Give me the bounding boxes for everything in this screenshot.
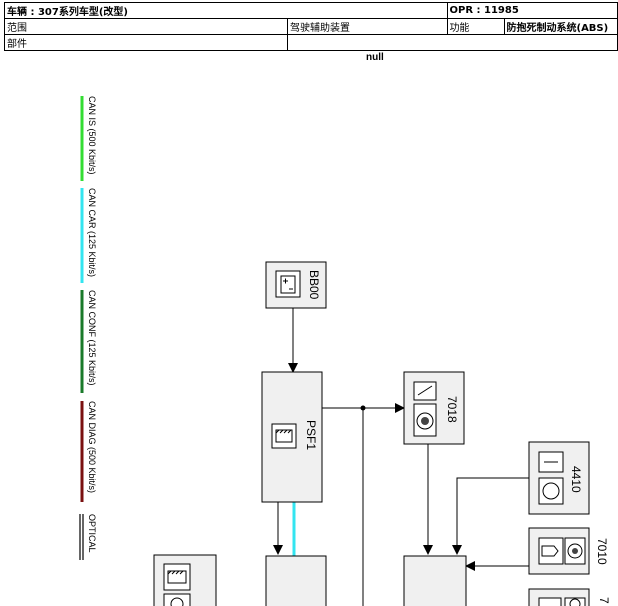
7018-label: 7018 <box>445 396 459 423</box>
part-value <box>287 34 618 51</box>
component-bb00: BB00 <box>265 261 327 309</box>
wire-junction-dot <box>360 405 366 411</box>
legend-label-can-conf: CAN CONF (125 Kbit/s) <box>87 290 97 386</box>
component-4410: 4410 <box>528 441 590 515</box>
component-7010: 7010 <box>528 527 609 575</box>
header-table: 车辆 : 307系列车型(改型) OPR : 11985 范围 驾驶辅助装置 功… <box>4 2 618 51</box>
legend-label-can-is: CAN IS (500 Kbit/s) <box>87 96 97 175</box>
part-label: 部件 <box>4 34 288 51</box>
component-bottom-right-center <box>403 555 467 606</box>
component-7018: 7018 <box>403 371 465 445</box>
7-partial-label: 7 <box>597 597 611 604</box>
component-psf1: PSF1 <box>261 371 323 503</box>
legend-label-can-car: CAN CAR (125 Kbit/s) <box>87 188 97 277</box>
component-bottom-left <box>153 554 217 606</box>
bb00-label: BB00 <box>307 270 321 300</box>
legend-label-can-diag: CAN DIAG (500 Kbit/s) <box>87 401 97 493</box>
psf1-label: PSF1 <box>304 420 318 450</box>
component-7-partial: 7 <box>528 588 611 606</box>
7010-label: 7010 <box>595 538 609 565</box>
diagram-subtitle: null <box>366 52 384 63</box>
legend: CAN IS (500 Kbit/s) CAN CAR (125 Kbit/s)… <box>79 96 97 560</box>
component-bottom-center <box>265 555 327 606</box>
legend-label-optical: OPTICAL <box>87 514 97 553</box>
wires <box>273 308 529 606</box>
4410-label: 4410 <box>569 466 583 493</box>
wire-4410-down <box>452 477 529 555</box>
